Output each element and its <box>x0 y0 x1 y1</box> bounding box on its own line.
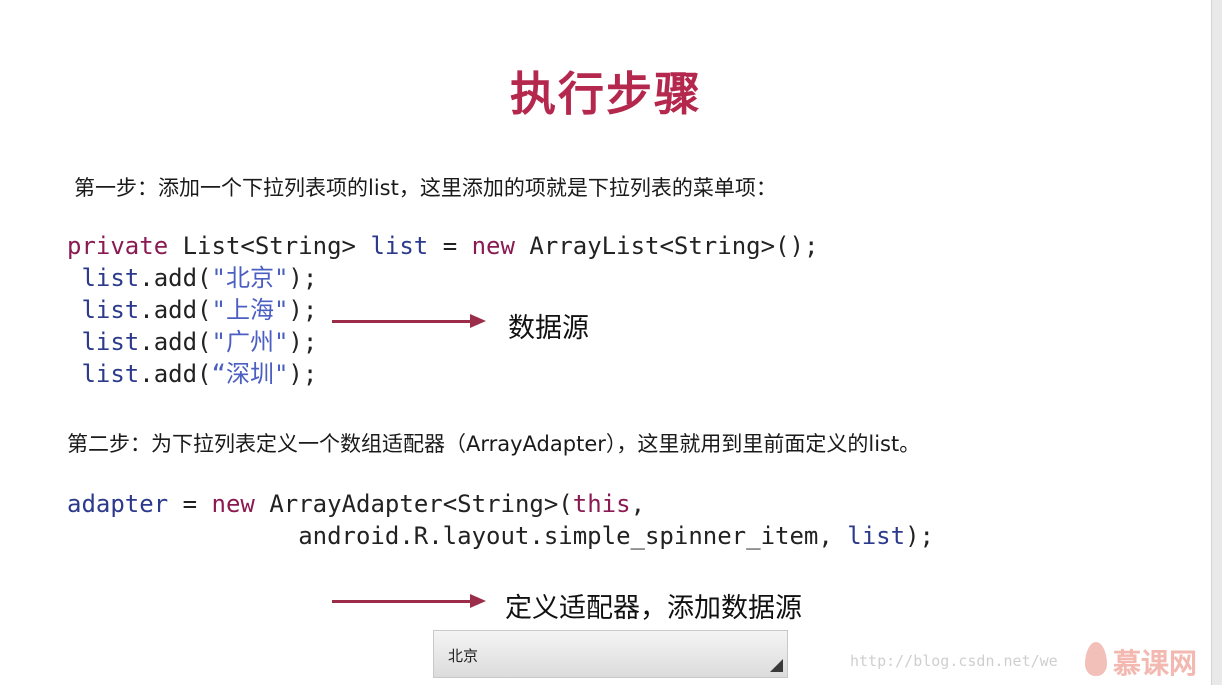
code-call: .add( <box>139 296 212 324</box>
code-line: list.add("北京"); <box>67 264 317 292</box>
code-type: List<String> <box>168 232 371 260</box>
keyword: private <box>67 232 169 260</box>
keyword: new <box>211 490 255 518</box>
spinner-dropdown[interactable]: 北京 <box>433 630 788 678</box>
arrow-right-icon <box>332 314 486 328</box>
code-call: .add( <box>139 360 212 388</box>
string-literal: "广州" <box>211 328 289 356</box>
code-call: .add( <box>139 328 212 356</box>
step2-text: 第二步：为下拉列表定义一个数组适配器（ArrayAdapter），这里就用到里前… <box>67 432 921 456</box>
code-comma: , <box>630 490 646 518</box>
string-literal: “深圳" <box>211 360 289 388</box>
code-end: ); <box>288 328 318 356</box>
variable: adapter <box>67 490 169 518</box>
variable: list <box>81 360 140 388</box>
code-line: private List<String> list = new ArrayLis… <box>67 232 818 260</box>
code-tail: ArrayList<String>(); <box>514 232 819 260</box>
string-literal: "北京" <box>211 264 289 292</box>
code-end: ); <box>288 296 318 324</box>
step1-text: 第一步：添加一个下拉列表项的list，这里添加的项就是下拉列表的菜单项： <box>74 176 777 200</box>
keyword: new <box>471 232 515 260</box>
brand-logo: 慕课网 <box>1085 640 1215 680</box>
scrollbar[interactable] <box>1211 0 1222 685</box>
arrow-right-icon <box>332 594 486 608</box>
code-op: = <box>428 232 472 260</box>
code-end: ); <box>288 264 318 292</box>
dropdown-corner-icon <box>770 659 783 672</box>
code-ctor: ArrayAdapter<String>( <box>254 490 573 518</box>
keyword: this <box>572 490 631 518</box>
page-title: 执行步骤 <box>510 67 702 121</box>
arrow-label-data-source: 数据源 <box>508 313 589 344</box>
brand-name: 慕课网 <box>1113 647 1198 680</box>
variable: list <box>81 264 140 292</box>
variable: list <box>81 328 140 356</box>
watermark-url: http://blog.csdn.net/we <box>850 652 1058 670</box>
code-arg: android.R.layout.simple_spinner_item, <box>298 522 848 550</box>
code-line: list.add("上海"); <box>67 296 317 324</box>
arrow-label-adapter: 定义适配器，添加数据源 <box>505 593 802 624</box>
code-block-step2: adapter = new ArrayAdapter<String>(this,… <box>67 488 934 552</box>
flame-icon <box>1085 642 1107 676</box>
variable: list <box>81 296 140 324</box>
code-op: = <box>168 490 212 518</box>
code-block-step1: private List<String> list = new ArrayLis… <box>67 230 818 390</box>
code-end: ); <box>288 360 318 388</box>
variable: list <box>847 522 906 550</box>
code-end: ); <box>905 522 934 550</box>
variable: list <box>370 232 429 260</box>
code-line: android.R.layout.simple_spinner_item, li… <box>67 522 934 550</box>
code-line: adapter = new ArrayAdapter<String>(this, <box>67 490 645 518</box>
code-line: list.add(“深圳"); <box>67 360 317 388</box>
string-literal: "上海" <box>211 296 289 324</box>
code-line: list.add("广州"); <box>67 328 317 356</box>
code-call: .add( <box>139 264 212 292</box>
spinner-selected-value: 北京 <box>448 647 479 665</box>
